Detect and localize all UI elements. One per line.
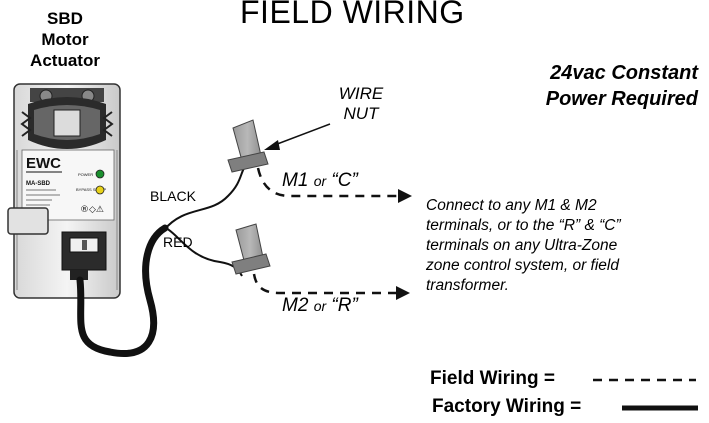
black-wire bbox=[163, 167, 245, 231]
wire-nut-label: WIRE NUT bbox=[326, 84, 396, 124]
wire-nut-label-line-1: WIRE bbox=[338, 84, 384, 103]
terminal-m2-or: or bbox=[313, 298, 327, 314]
power-led-label: POWER bbox=[78, 172, 93, 177]
power-note-line-2: Power Required bbox=[545, 88, 698, 110]
actuator-label-line-1: SBD bbox=[47, 9, 83, 28]
connect-line-2: terminals, or to the “R” & “C” bbox=[426, 217, 621, 234]
certification-marks-icon: ®◇⚠ bbox=[80, 205, 104, 215]
wire-nut-pointer bbox=[271, 123, 331, 147]
terminal-m2-label: M2 or “R” bbox=[282, 295, 358, 317]
bypass-led-label: BYPASS SETUP bbox=[76, 187, 106, 192]
terminal-m1-alt: “C” bbox=[331, 170, 358, 191]
wire-nut-bottom bbox=[231, 223, 271, 275]
connect-line-5: transformer. bbox=[426, 277, 509, 294]
legend-factory-wiring-label: Factory Wiring = bbox=[432, 396, 582, 417]
model-number: MA-SBD bbox=[26, 181, 51, 187]
actuator-label-line-3: Actuator bbox=[30, 51, 100, 70]
factory-wiring-cable bbox=[76, 224, 169, 357]
legend-field-wiring-label: Field Wiring = bbox=[430, 368, 555, 389]
cable-strain-relief bbox=[70, 270, 88, 280]
terminal-m1-or: or bbox=[313, 173, 327, 189]
wire-nut-top bbox=[227, 119, 269, 173]
power-led bbox=[95, 169, 105, 179]
wire-nut-pointer-arrowhead-icon bbox=[264, 140, 280, 150]
terminal-m2-main: M2 bbox=[282, 295, 309, 316]
actuator-device: EWC MA-SBD POWER BYPASS SETUP ®◇⚠ bbox=[7, 83, 121, 299]
field-wire-m1-arrowhead-icon bbox=[398, 189, 412, 203]
terminal-m2-alt: “R” bbox=[331, 295, 358, 316]
manual-override-handle bbox=[7, 207, 49, 235]
field-wire-m2-arrowhead-icon bbox=[396, 286, 410, 300]
field-wire-m1 bbox=[256, 167, 398, 198]
power-requirement-note: 24vac Constant Power Required bbox=[470, 60, 698, 112]
terminal-m1-main: M1 bbox=[282, 170, 309, 191]
connect-line-1: Connect to any M1 & M2 bbox=[426, 197, 597, 214]
wire-nut-label-line-2: NUT bbox=[343, 104, 379, 123]
red-wire-label: RED bbox=[163, 234, 193, 250]
brand-logo: EWC bbox=[26, 155, 61, 172]
connect-line-3: terminals on any Ultra-Zone bbox=[426, 237, 618, 254]
black-wire-label: BLACK bbox=[150, 188, 196, 204]
actuator-label: SBD Motor Actuator bbox=[20, 8, 110, 71]
connection-instructions: Connect to any M1 & M2 terminals, or to … bbox=[426, 196, 706, 296]
diagram-title: FIELD WIRING bbox=[240, 0, 465, 30]
field-wire-m2 bbox=[252, 273, 396, 295]
actuator-label-line-2: Motor bbox=[41, 30, 89, 49]
connect-line-4: zone control system, or field bbox=[426, 257, 619, 274]
bypass-led bbox=[95, 185, 105, 195]
power-note-line-1: 24vac Constant bbox=[550, 62, 698, 84]
terminal-m1-label: M1 or “C” bbox=[282, 170, 358, 192]
